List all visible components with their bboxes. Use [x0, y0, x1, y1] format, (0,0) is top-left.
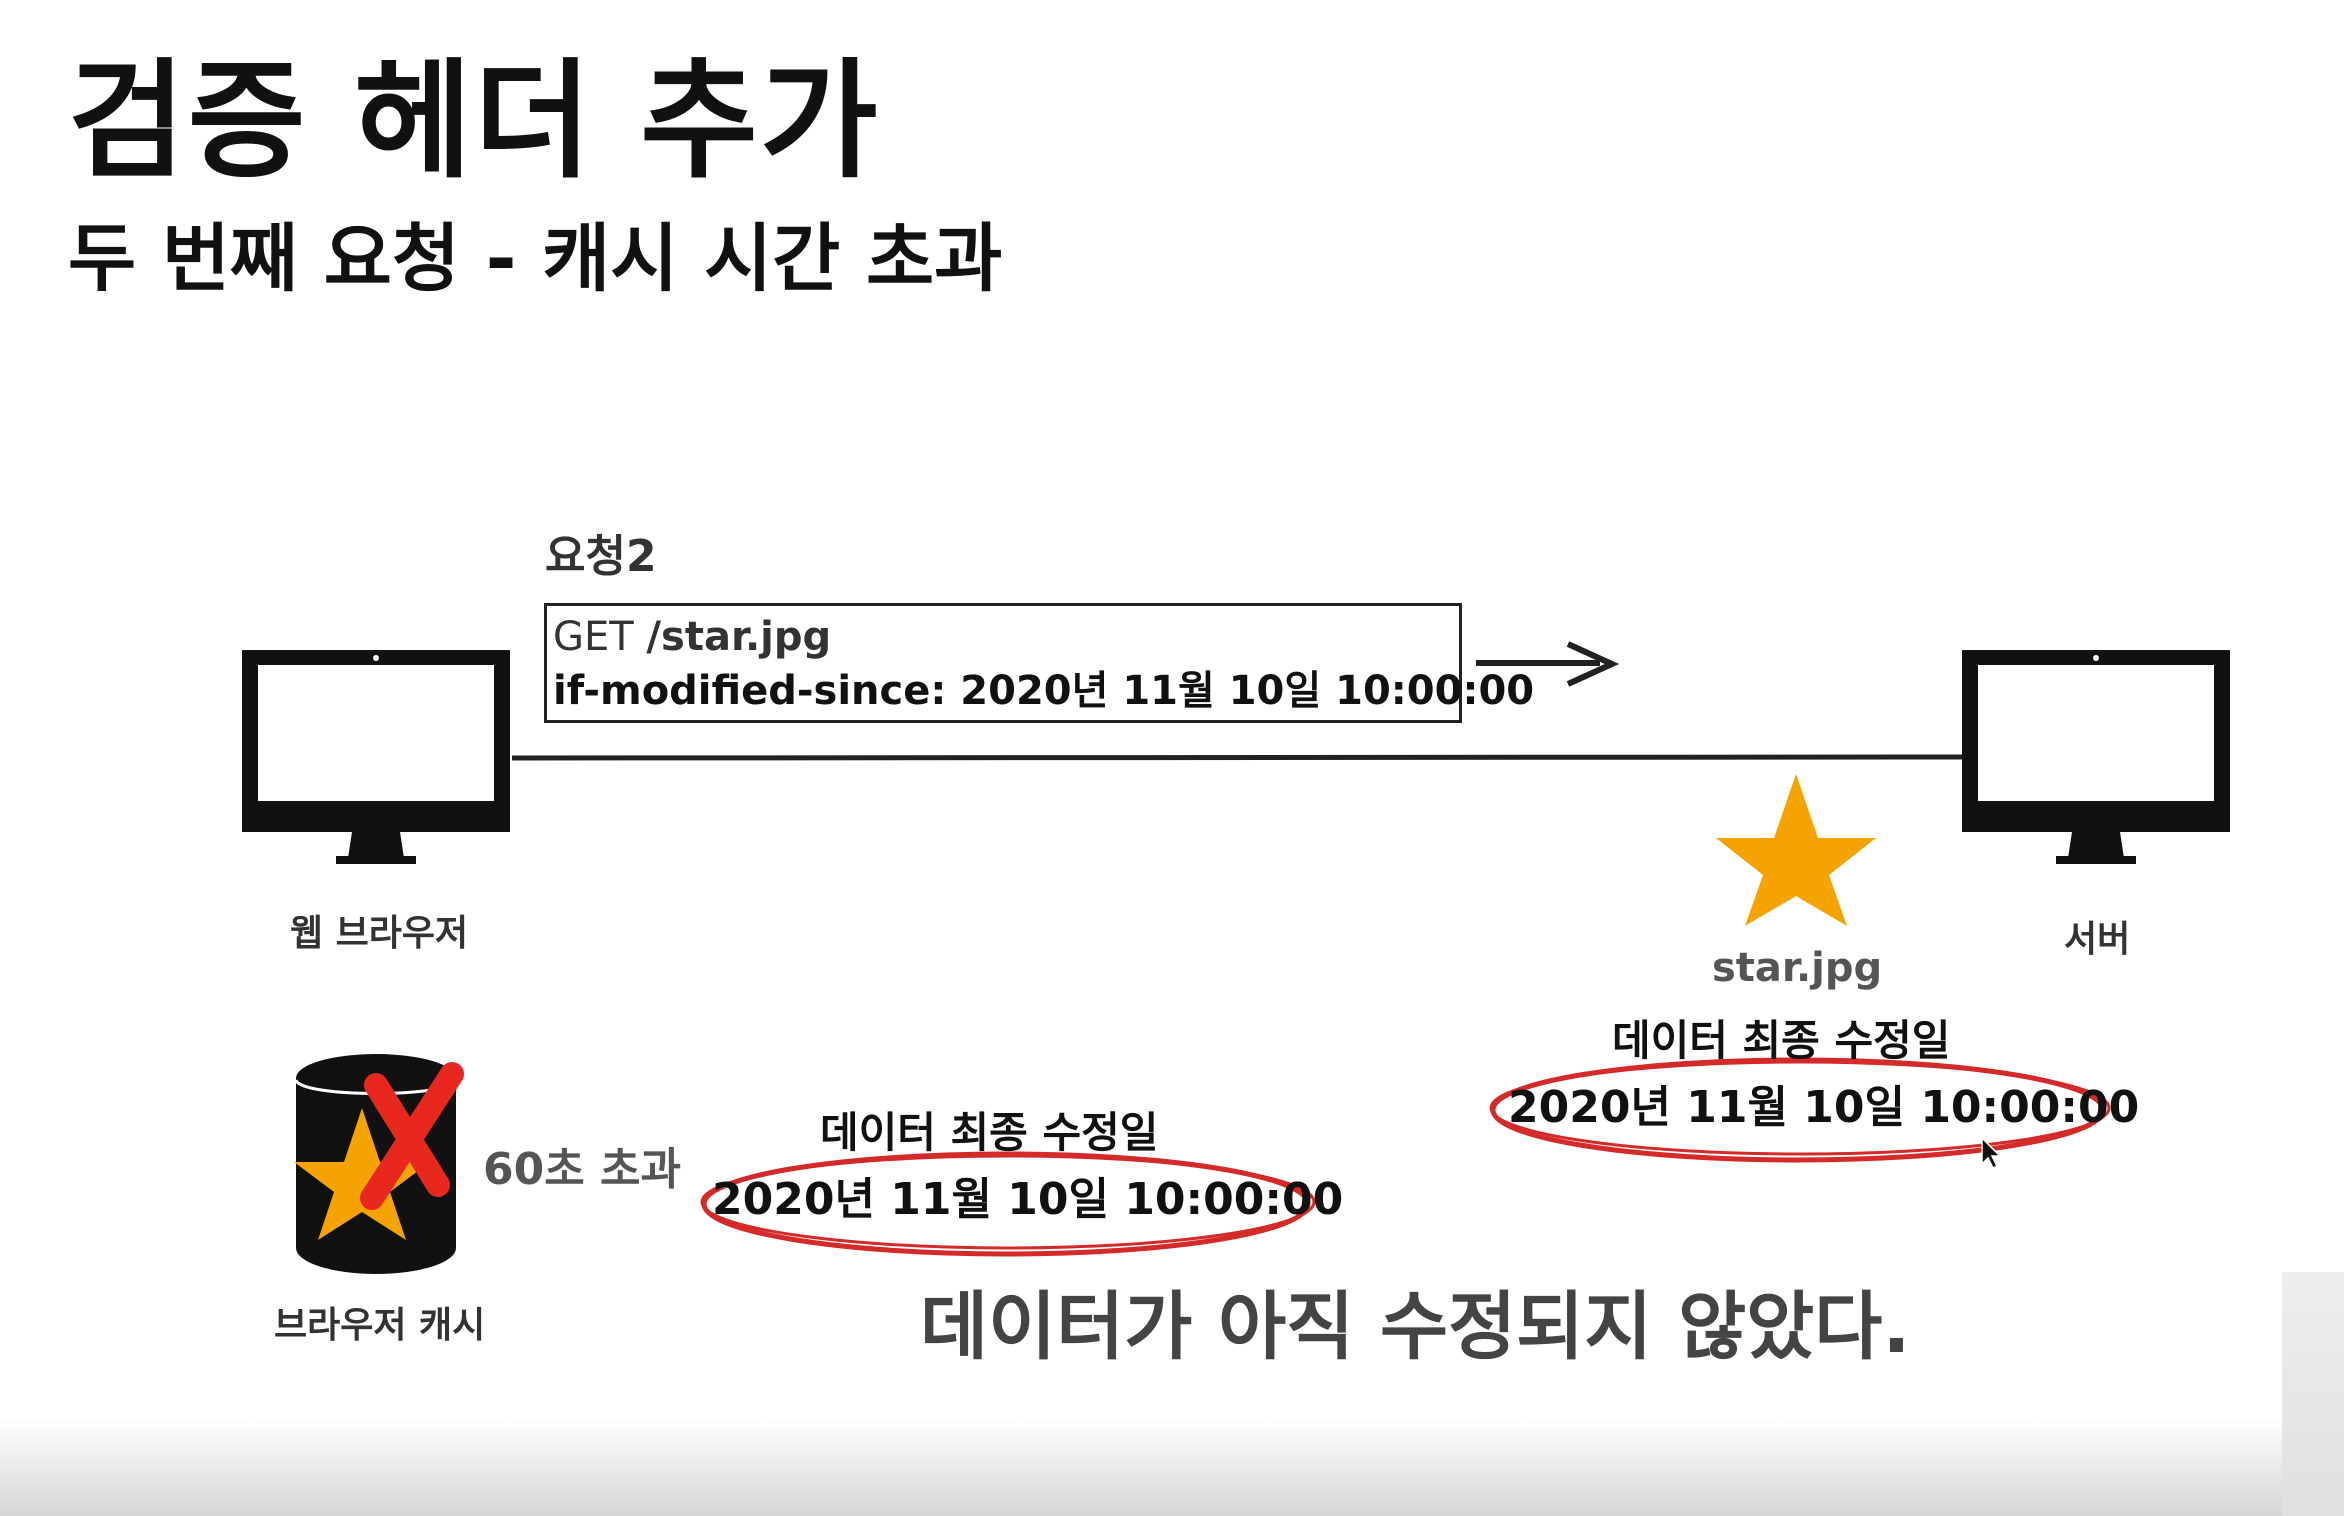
server-star-icon — [1716, 774, 1876, 926]
request-header: if-modified-since: 2020년 11월 10일 10:00:0… — [553, 668, 1535, 714]
mouse-cursor-icon — [1981, 1136, 2002, 1170]
request-path: /star.jpg — [646, 614, 832, 660]
cache-expired-text: 60초 초과 — [483, 1144, 681, 1195]
cache-last-modified-label: 데이터 최종 수정일 — [820, 1108, 1159, 1157]
server-last-modified-label: 데이터 최종 수정일 — [1612, 1016, 1951, 1065]
server-date-highlight — [1489, 1057, 2111, 1163]
resource-name: star.jpg — [1712, 945, 1883, 991]
conclusion-text: 데이터가 아직 수정되지 않았다. — [920, 1284, 1911, 1370]
server-label: 서버 — [2064, 919, 2131, 960]
slide-subtitle: 두 번째 요청 - 캐시 시간 초과 — [68, 216, 1003, 302]
connection-line — [511, 754, 1963, 761]
side-strip — [2282, 1272, 2344, 1516]
arrow-right-icon — [1476, 641, 1620, 687]
request-line: GET /star.jpg — [553, 617, 831, 657]
client-label: 웹 브라우저 — [290, 913, 469, 954]
cache-last-modified-value: 2020년 11월 10일 10:00:00 — [712, 1174, 1344, 1225]
bottom-fade — [0, 1418, 2344, 1516]
request-box — [544, 603, 1462, 723]
slide-title: 검증 헤더 추가 — [68, 47, 880, 196]
cache-date-highlight — [700, 1151, 1316, 1257]
cache-label: 브라우저 캐시 — [274, 1305, 486, 1346]
cache-star-icon — [294, 1108, 430, 1240]
server-last-modified-value: 2020년 11월 10일 10:00:00 — [1508, 1082, 2140, 1133]
request-label: 요청2 — [545, 531, 657, 582]
request-method: GET — [553, 614, 634, 660]
server-monitor-icon — [1962, 650, 2230, 864]
client-monitor-icon — [242, 650, 510, 864]
cross-mark-icon — [360, 1062, 464, 1210]
